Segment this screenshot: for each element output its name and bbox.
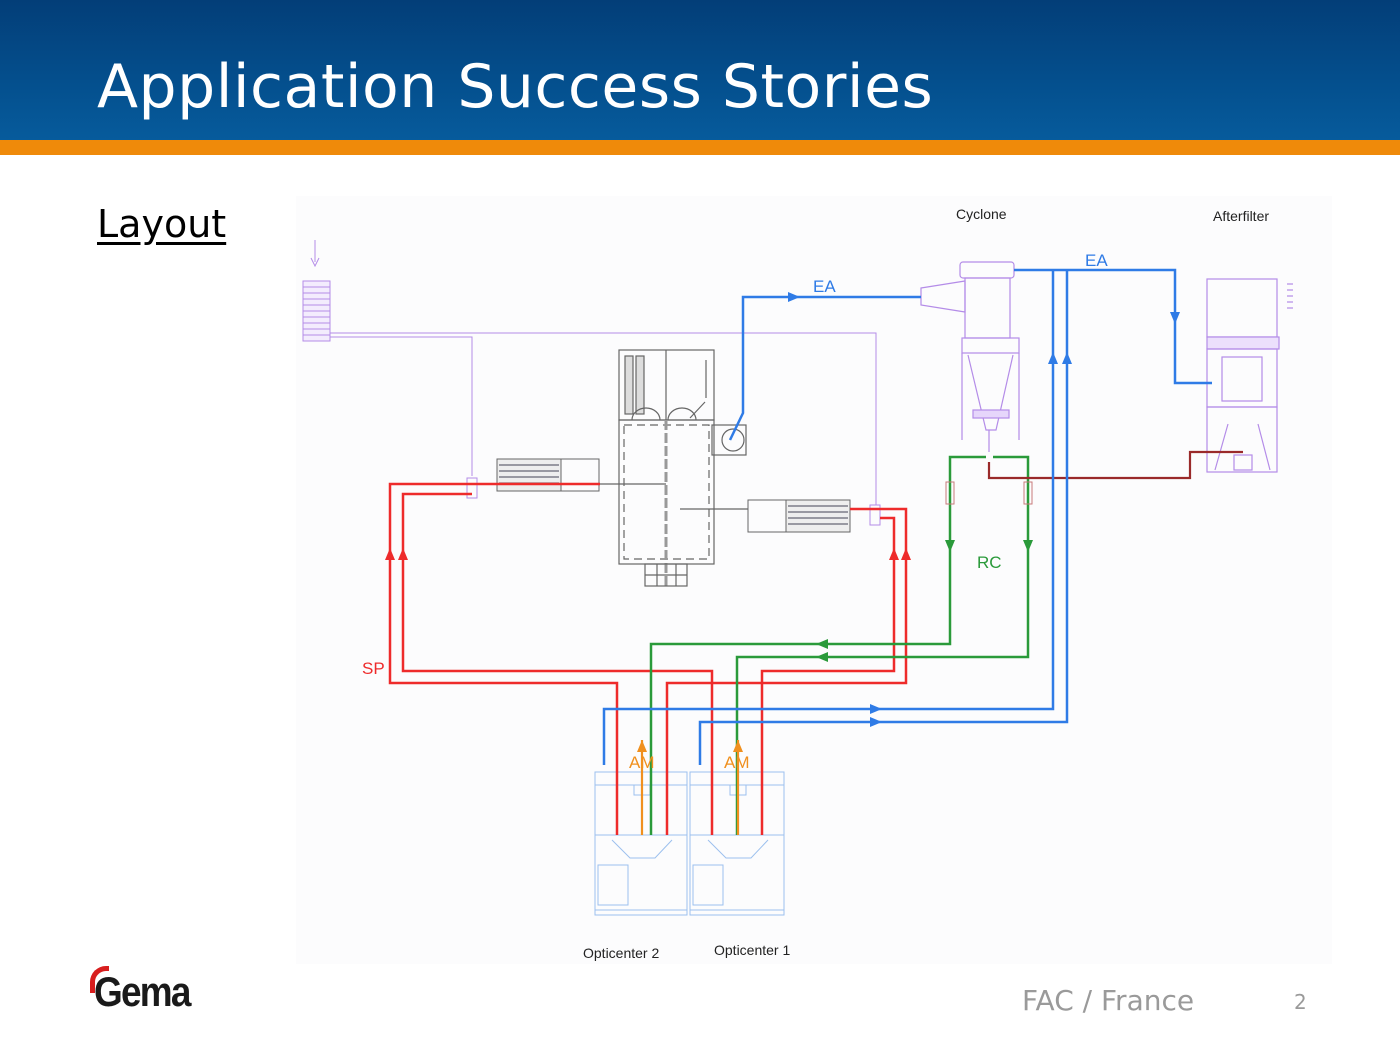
powder-booth	[600, 349, 748, 587]
opticenter-2-label: Opticenter 2	[583, 945, 659, 961]
afterfilter-return-line	[987, 450, 1243, 480]
header-accent-bar	[0, 140, 1400, 155]
logo-text: Gema	[94, 968, 191, 1015]
page-title: Application Success Stories	[97, 52, 934, 122]
layout-diagram-background	[296, 196, 1332, 964]
logo-swoosh-icon	[90, 966, 109, 993]
rc-label: RC	[977, 553, 1002, 572]
gun-mover-right	[747, 499, 851, 533]
opticenter-2	[594, 771, 688, 916]
cyclone-label: Cyclone	[956, 206, 1007, 222]
recovery-arrows	[816, 540, 1033, 662]
afterfilter-label: Afterfilter	[1213, 208, 1269, 224]
ea-booth-label: EA	[813, 277, 836, 296]
spray-powder-arrows	[385, 548, 911, 560]
air-movement-arrows	[637, 740, 743, 752]
opticenter-1-label: Opticenter 1	[714, 942, 790, 958]
afterfilter	[1206, 278, 1293, 473]
spray-powder-lines	[388, 482, 908, 835]
page-number: 2	[1294, 990, 1307, 1014]
footer-location: FAC / France	[1022, 984, 1195, 1017]
ea-cyclone-label: EA	[1085, 251, 1108, 270]
am-2-label: AM	[629, 753, 655, 772]
am-1-label: AM	[724, 753, 750, 772]
recovery-valves	[945, 481, 1033, 505]
control-cabinet	[302, 240, 881, 526]
section-label: Layout	[97, 202, 227, 246]
gema-logo: Gema	[90, 966, 220, 1016]
cyclone	[920, 261, 1020, 452]
exhaust-air-arrows	[788, 292, 1180, 727]
gun-mover-left	[496, 458, 600, 492]
exhaust-air-lines	[602, 268, 1212, 765]
sp-label: SP	[362, 659, 385, 678]
header-banner	[0, 0, 1400, 140]
recovery-lines	[649, 455, 1030, 835]
air-movement-lines	[640, 740, 740, 835]
